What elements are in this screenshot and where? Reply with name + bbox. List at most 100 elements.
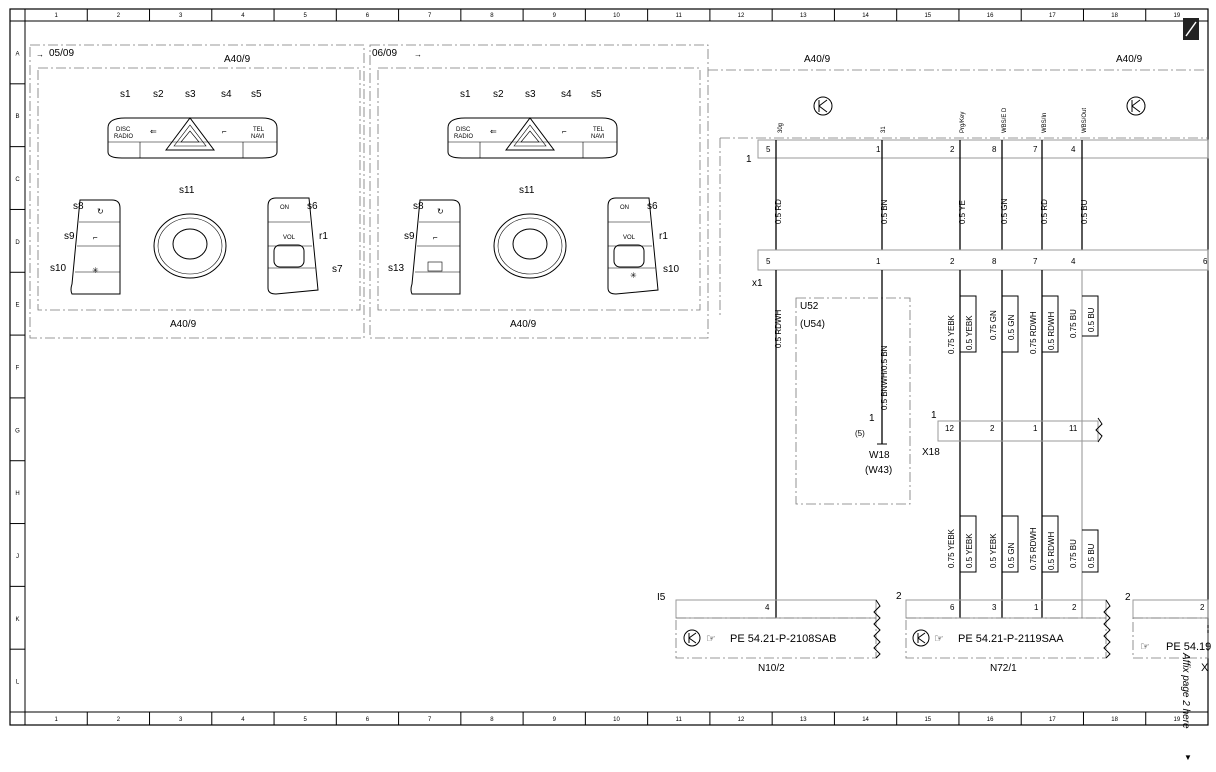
svg-text:0.5 RDWH: 0.5 RDWH bbox=[1047, 312, 1056, 350]
svg-text:WBS/Out: WBS/Out bbox=[1082, 108, 1088, 133]
back-arrow-icon: ⇐ bbox=[490, 127, 497, 136]
svg-text:2: 2 bbox=[990, 424, 995, 433]
switch-label-s4: s4 bbox=[221, 89, 232, 100]
panel-date: 06/09 bbox=[372, 48, 397, 59]
module-label: A40/9 bbox=[1116, 54, 1143, 65]
panel-06-09: 06/09 → A40/9 s1 s2 s3 s4 s5 DISC RADIO … bbox=[369, 44, 709, 339]
column-number: 17 bbox=[1049, 13, 1056, 19]
fan-icon: ✳ bbox=[630, 271, 637, 280]
svg-text:1: 1 bbox=[876, 257, 881, 266]
row-letter: K bbox=[15, 617, 19, 623]
column-number: 10 bbox=[613, 717, 620, 723]
column-number: 2 bbox=[117, 13, 121, 19]
svg-text:PE 54.21-P-2119SAA: PE 54.21-P-2119SAA bbox=[958, 633, 1064, 645]
svg-text:1: 1 bbox=[1033, 424, 1038, 433]
panel-bottom-label: A40/9 bbox=[510, 319, 537, 330]
right-switch-block: ON VOL s6 r1 s7 bbox=[267, 197, 343, 295]
svg-text:r1: r1 bbox=[319, 231, 328, 242]
svg-text:RADIO: RADIO bbox=[114, 134, 133, 140]
row-letter: A bbox=[15, 51, 19, 57]
svg-text:s2: s2 bbox=[493, 89, 504, 100]
svg-text:s8: s8 bbox=[413, 201, 424, 212]
rotary-knob bbox=[493, 213, 567, 279]
dash-arrow-icon: → bbox=[414, 50, 422, 59]
svg-text:0.75 GN: 0.75 GN bbox=[989, 310, 998, 340]
svg-text:0.75 BU: 0.75 BU bbox=[1069, 309, 1078, 338]
column-number: 18 bbox=[1111, 13, 1118, 19]
svg-text:2: 2 bbox=[1125, 592, 1131, 603]
svg-text:8: 8 bbox=[992, 257, 997, 266]
column-number: 9 bbox=[553, 717, 557, 723]
svg-text:0.5 GN: 0.5 GN bbox=[1007, 542, 1016, 568]
svg-text:1: 1 bbox=[1034, 603, 1039, 612]
svg-text:0.5 GN: 0.5 GN bbox=[1007, 314, 1016, 340]
module-label: N10/2 bbox=[758, 663, 785, 674]
svg-text:NAVI: NAVI bbox=[591, 134, 605, 140]
panel-bottom-label: A40/9 bbox=[170, 319, 197, 330]
left-switch-block: ↻ ⌐ s8 s9 s13 bbox=[388, 199, 461, 295]
transistor-icon bbox=[1126, 96, 1146, 116]
arrow-down-icon: ▼ bbox=[1184, 753, 1192, 762]
row-letter: E bbox=[15, 303, 19, 309]
svg-text:6: 6 bbox=[1203, 257, 1208, 266]
svg-text:ON: ON bbox=[620, 205, 629, 211]
row-letter: J bbox=[16, 554, 19, 560]
center-label: s11 bbox=[179, 185, 195, 196]
svg-text:3: 3 bbox=[992, 603, 997, 612]
svg-text:s1: s1 bbox=[460, 89, 471, 100]
column-number: 4 bbox=[241, 717, 245, 723]
svg-text:0.5 BN: 0.5 BN bbox=[880, 199, 889, 224]
column-number: 7 bbox=[428, 13, 432, 19]
svg-text:0.5 BU: 0.5 BU bbox=[1087, 307, 1096, 332]
hazard-warning-icon bbox=[505, 117, 555, 151]
memory-icon: ↻ bbox=[97, 207, 104, 216]
module-n72-1: 2 6 3 1 2 ☞ PE 54.21-P-2119SAA N72/1 bbox=[896, 591, 1111, 674]
drawing-frame bbox=[9, 8, 1209, 726]
connector-x18: X18 bbox=[922, 447, 940, 458]
seat-adjust-icon: ⌐ bbox=[93, 233, 98, 242]
back-arrow-icon: ⇐ bbox=[150, 127, 157, 136]
switch-label-s3: s3 bbox=[185, 89, 196, 100]
svg-text:5: 5 bbox=[766, 257, 771, 266]
svg-text:s5: s5 bbox=[591, 89, 602, 100]
svg-text:PE 54.19: PE 54.19 bbox=[1166, 641, 1211, 653]
column-number: 9 bbox=[553, 13, 557, 19]
svg-text:1: 1 bbox=[746, 154, 752, 165]
svg-text:0.5 YEBK: 0.5 YEBK bbox=[965, 533, 974, 568]
svg-text:WBS/In: WBS/In bbox=[1042, 113, 1048, 133]
module-label: A40/9 bbox=[804, 54, 831, 65]
schematic: A40/9 A40/9 1 30g 31 Prg/Key WBS/E D WBS… bbox=[657, 18, 1211, 762]
transistor-icon bbox=[683, 629, 701, 647]
column-number: 4 bbox=[241, 13, 245, 19]
svg-text:0.75 BU: 0.75 BU bbox=[1069, 539, 1078, 568]
svg-text:PE 54.21-P-2108SAB: PE 54.21-P-2108SAB bbox=[730, 633, 836, 645]
svg-text:0.5 YEBK: 0.5 YEBK bbox=[989, 533, 998, 568]
svg-text:2: 2 bbox=[1200, 603, 1205, 612]
svg-text:s6: s6 bbox=[647, 201, 658, 212]
column-number: 7 bbox=[428, 717, 432, 723]
svg-text:0.5 RDWH: 0.5 RDWH bbox=[1047, 532, 1056, 570]
connector-x1: x1 bbox=[752, 278, 763, 289]
svg-text:0.75 RDWH: 0.75 RDWH bbox=[1029, 311, 1038, 354]
svg-text:2: 2 bbox=[950, 257, 955, 266]
svg-text:0.5 BU: 0.5 BU bbox=[1087, 543, 1096, 568]
svg-text:0.75 RDWH: 0.75 RDWH bbox=[1029, 527, 1038, 570]
svg-text:(W43): (W43) bbox=[865, 465, 892, 476]
memory-icon: ↻ bbox=[437, 207, 444, 216]
column-number: 11 bbox=[676, 717, 683, 723]
svg-text:0.5 GN: 0.5 GN bbox=[1000, 198, 1009, 224]
column-number: 14 bbox=[862, 13, 869, 19]
column-number: 11 bbox=[676, 13, 683, 19]
center-label: s11 bbox=[519, 185, 535, 196]
svg-text:VOL: VOL bbox=[623, 235, 636, 241]
pointing-hand-icon: ☞ bbox=[1140, 641, 1150, 653]
panel-date: 05/09 bbox=[49, 48, 74, 59]
row-letter: B bbox=[15, 114, 19, 120]
svg-text:(5): (5) bbox=[855, 429, 865, 438]
column-number: 17 bbox=[1049, 717, 1056, 723]
row-letter: C bbox=[15, 177, 20, 183]
seat-adjust-icon: ⌐ bbox=[433, 233, 438, 242]
rotary-knob bbox=[153, 213, 227, 279]
